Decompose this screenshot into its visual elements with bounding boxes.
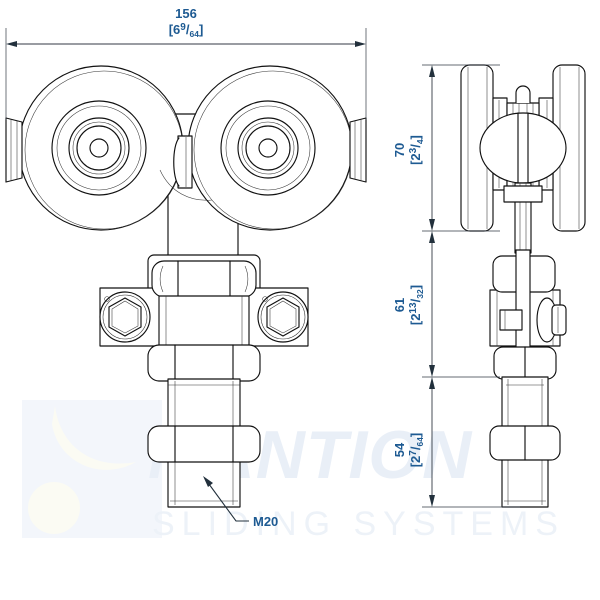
dim-h2-open: [2 <box>408 314 423 326</box>
dim-h2-den: 32 <box>415 289 425 299</box>
side-wheel-left <box>460 64 494 232</box>
dimension-wheel-imperial: [23/4] <box>408 135 425 165</box>
side-bolt-left <box>99 291 151 343</box>
side-view <box>460 64 586 508</box>
hex-nut-top <box>151 260 257 298</box>
dim-h3-num: 7 <box>408 450 419 456</box>
dim-w-close: ] <box>199 22 203 37</box>
side-center-boss <box>479 112 567 184</box>
hex-nut-upper <box>147 344 261 382</box>
dim-h1-close: ] <box>408 135 423 139</box>
side-shaft <box>503 182 543 254</box>
wheel-left <box>18 65 184 231</box>
dim-h1-num: 3 <box>408 147 419 153</box>
front-view <box>5 65 367 508</box>
side-bracket-body <box>489 249 567 349</box>
watermark-dot-icon <box>28 482 80 534</box>
wheel-right <box>187 65 353 231</box>
dimension-chain-vertical: 70 [23/4] 61 [213/32] 54 <box>392 64 520 508</box>
dimension-stud-metric: 54 <box>392 442 407 457</box>
dim-w-num: 9 <box>180 22 186 33</box>
watermark-crescent-icon <box>52 406 136 470</box>
callout-m20: M20 <box>203 476 278 529</box>
center-spacer <box>173 135 193 189</box>
dimension-body-imperial: [213/32] <box>408 285 425 325</box>
dimension-body-metric: 61 <box>392 298 407 312</box>
hex-nut-lower <box>147 425 261 463</box>
dimension-height-stud: 54 [27/64] <box>392 377 435 507</box>
dimension-stud-imperial: [27/64] <box>408 433 425 468</box>
dim-w-den: 64 <box>189 29 199 39</box>
axle-stub-left <box>5 117 23 183</box>
dimension-wheel-metric: 70 <box>392 143 407 157</box>
dim-h3-close: ] <box>408 433 423 437</box>
axle-stub-right <box>349 117 367 183</box>
dim-w-open: [6 <box>169 22 181 37</box>
dim-h1-open: [2 <box>408 153 423 165</box>
dimension-height-wheel: 70 [23/4] <box>392 65 435 231</box>
center-column <box>158 295 250 347</box>
dimension-height-body: 61 [213/32] <box>392 231 435 377</box>
watermark-layer: MANTION SLIDING SYSTEMS <box>22 400 565 543</box>
side-top-loop <box>515 85 531 104</box>
watermark-tagline: SLIDING SYSTEMS <box>152 505 565 543</box>
callout-m20-label: M20 <box>253 514 278 529</box>
dimension-width-imperial: [69/64] <box>169 22 204 39</box>
side-bolt-right <box>257 291 309 343</box>
dim-h1-den: 4 <box>415 139 425 144</box>
dimension-width-overall: 156 [69/64] <box>5 6 367 120</box>
side-hex-nut-lower <box>489 425 561 461</box>
dimension-width-metric: 156 <box>175 6 197 21</box>
dim-h3-open: [2 <box>408 456 423 468</box>
dim-h2-num: 13 <box>408 302 419 314</box>
side-wheel-right <box>552 64 586 232</box>
dim-h3-den: 64 <box>415 437 425 447</box>
side-hex-nut-upper <box>493 346 557 380</box>
dim-h2-close: ] <box>408 285 423 289</box>
